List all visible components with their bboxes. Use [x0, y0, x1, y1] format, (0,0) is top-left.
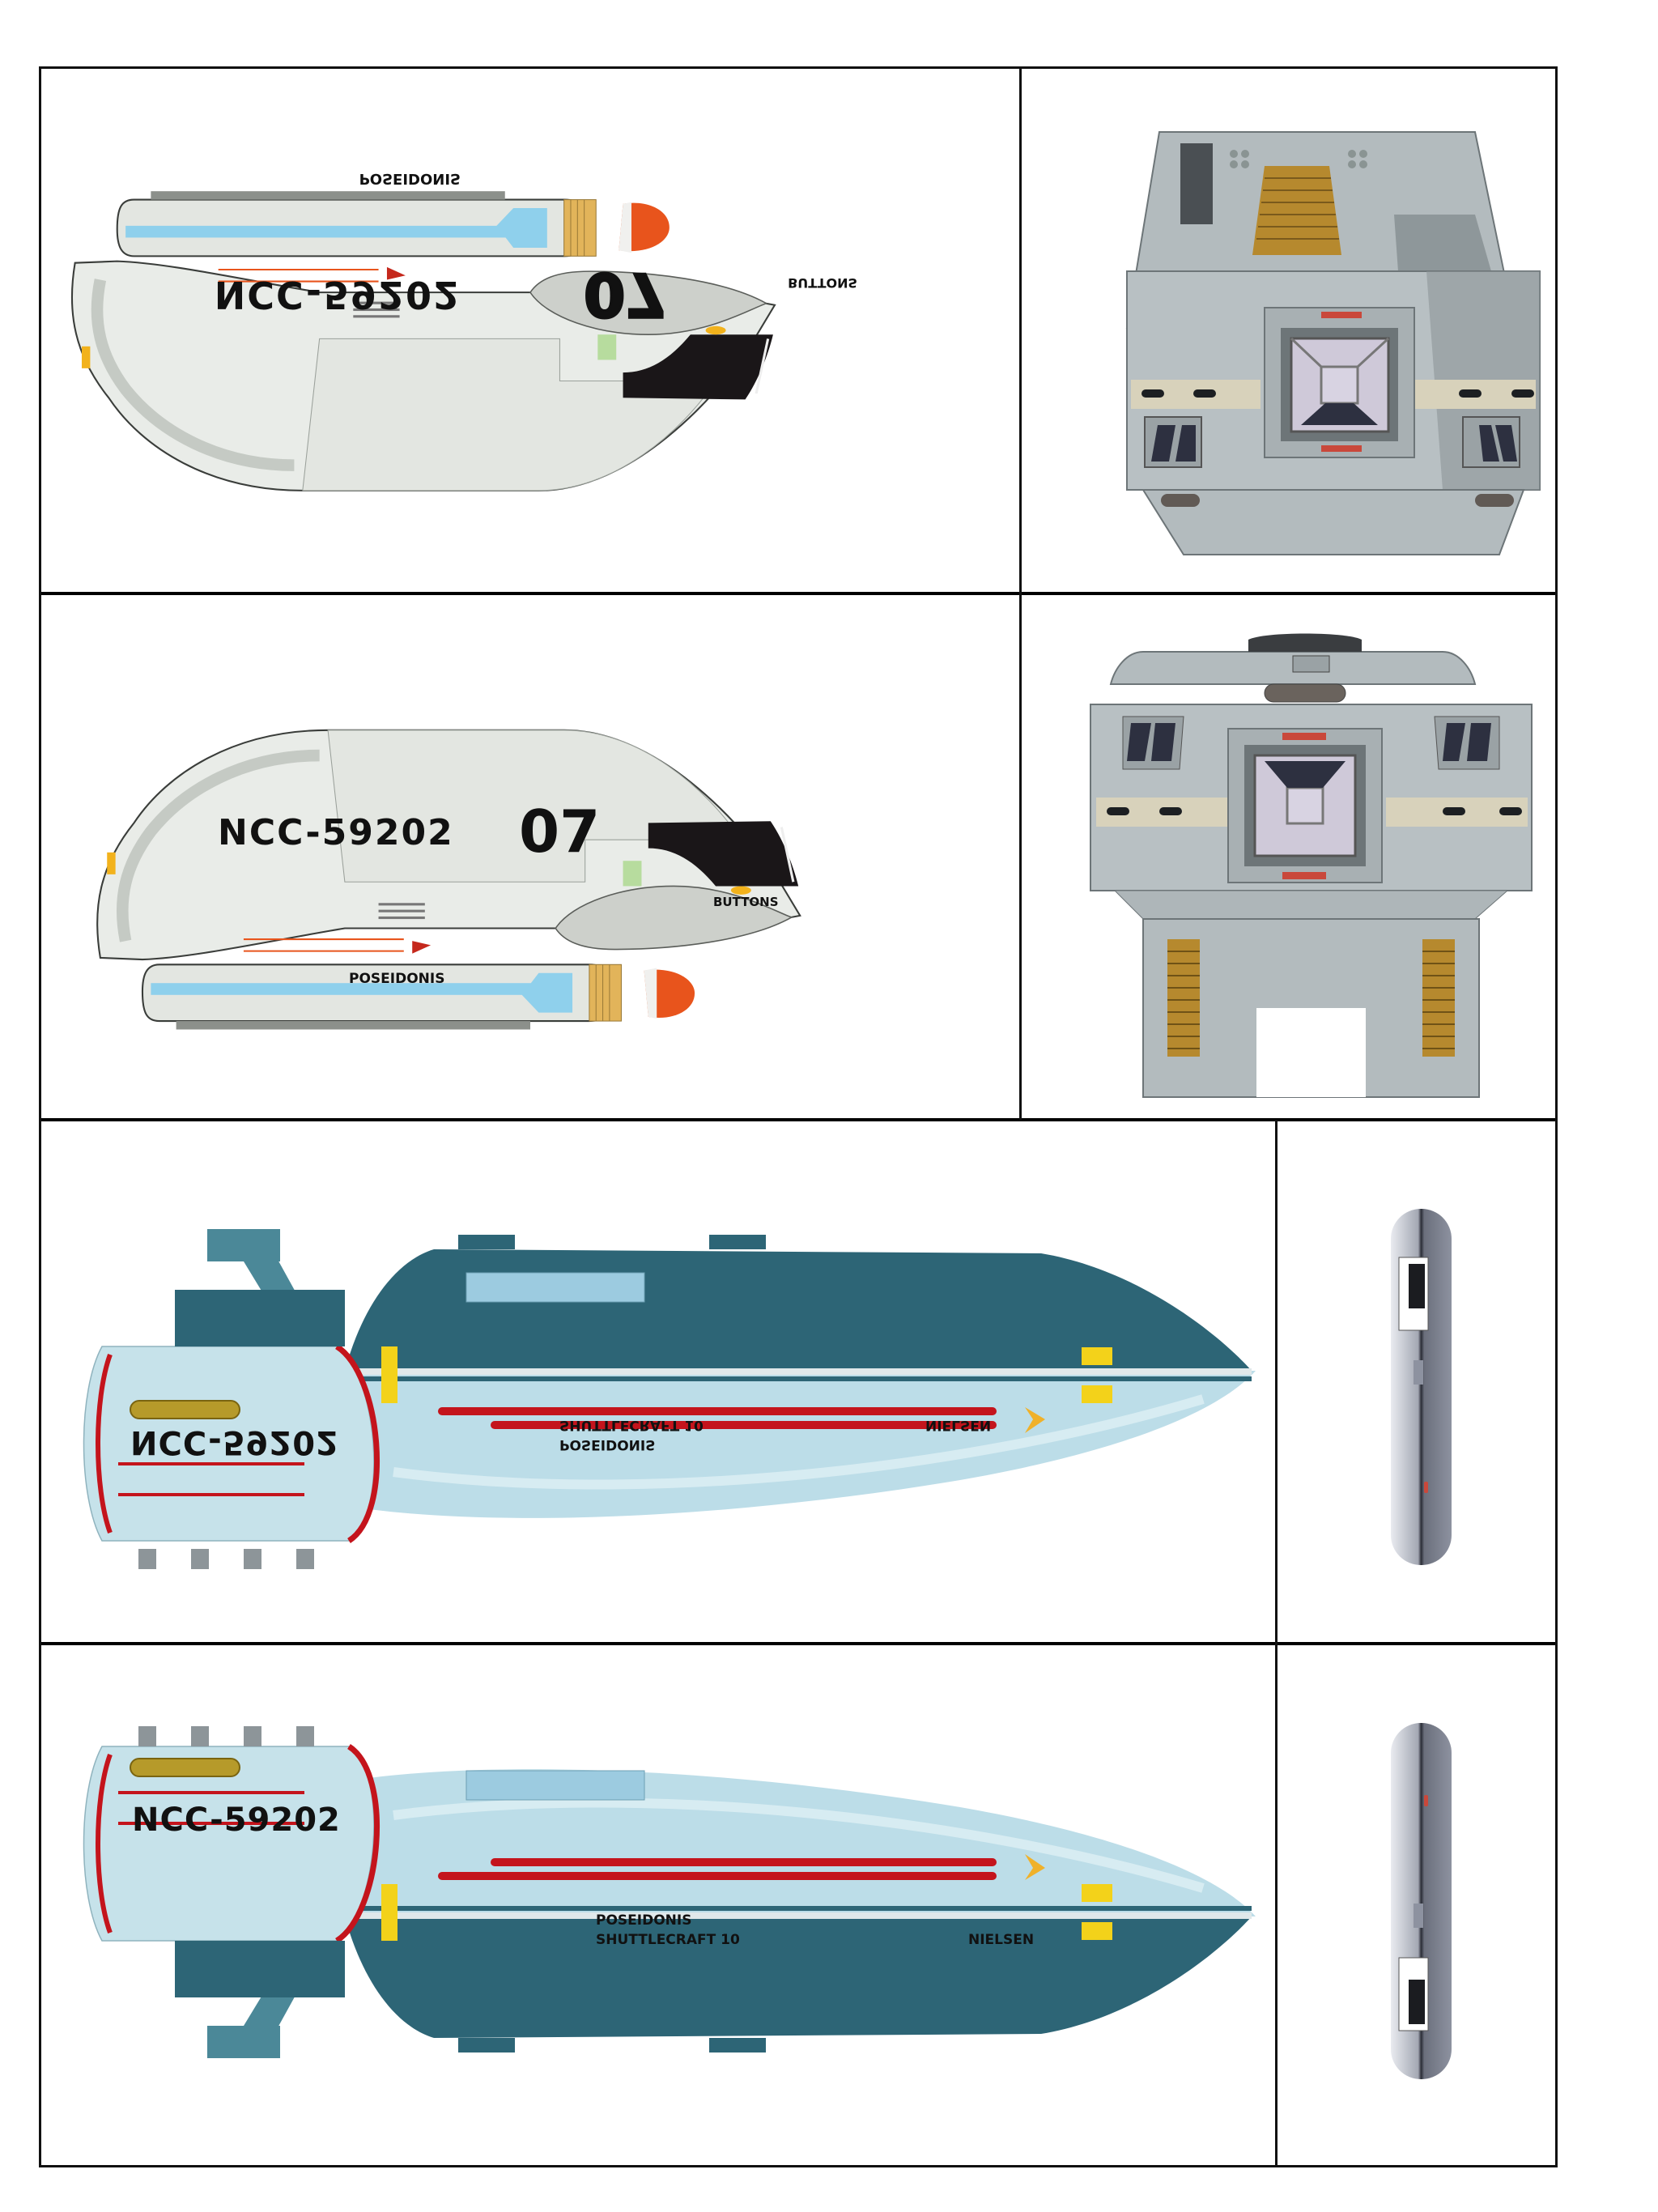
type10-mirrored-text-layer: NCC-59202 POSEIDONIS SHUTTLECRAFT 10 NIE…: [41, 1121, 1275, 1642]
template-sheet: NCC-59202 07 POSEIDONIS BUTTONS: [39, 66, 1558, 2167]
pill-illustration: [1391, 1209, 1452, 1565]
row-divider-3: [41, 1642, 1555, 1645]
column-divider-bottom: [1275, 1120, 1278, 2167]
pilot-label: NIELSEN: [968, 1932, 1035, 1948]
buttons-label: BUTTONS: [713, 895, 779, 909]
panel-type10-side-mirrored: NCC-59202 POSEIDONIS SHUTTLECRAFT 10 NIE…: [41, 1121, 1275, 1642]
panel-cube-front: [1022, 69, 1560, 592]
row-divider-2: [41, 1118, 1555, 1121]
cube-front-illustration: [1125, 131, 1541, 555]
type7-shuttle-illustration: [70, 191, 776, 491]
column-divider-top: [1019, 69, 1022, 1120]
hull-number-label: 07: [583, 258, 669, 330]
type7-mirrored-text-layer: NCC-59202 07 POSEIDONIS BUTTONS: [41, 69, 1019, 592]
panel-pill-top: [1278, 1121, 1555, 1642]
type10-shuttle-illustration: [83, 1726, 1256, 2058]
designation-label: SHUTTLECRAFT 10: [559, 1417, 704, 1433]
cube-back-illustration: [1090, 633, 1533, 1098]
ship-name-label: POSEIDONIS: [349, 971, 445, 987]
ship-name-label: POSEIDONIS: [359, 170, 461, 187]
panel-type7-side: NCC-59202 07 POSEIDONIS BUTTONS: [41, 595, 1019, 1118]
panel-type10-side: NCC-59202 POSEIDONIS SHUTTLECRAFT 10 NIE…: [41, 1645, 1275, 2167]
type7-shuttle-illustration: [96, 729, 801, 1030]
hull-number-label: 07: [519, 798, 601, 866]
ship-name-label: POSEIDONIS: [596, 1912, 692, 1929]
panel-type7-side-mirrored: NCC-59202 07 POSEIDONIS BUTTONS: [41, 69, 1019, 592]
type10-shuttle-illustration: [83, 1229, 1256, 1569]
pill-illustration: [1391, 1723, 1452, 2079]
buttons-label: BUTTONS: [788, 275, 857, 291]
registry-label: NCC-59202: [132, 1802, 341, 1839]
registry-label: NCC-59202: [214, 273, 461, 317]
designation-label: SHUTTLECRAFT 10: [596, 1932, 740, 1948]
ship-name-label: POSEIDONIS: [559, 1436, 656, 1453]
panel-cube-back: [1022, 595, 1560, 1118]
panel-pill-bottom: [1278, 1645, 1555, 2167]
pilot-label: NIELSEN: [925, 1417, 992, 1433]
registry-label: NCC-59202: [218, 812, 454, 853]
registry-label: NCC-59202: [130, 1423, 339, 1461]
row-divider-1: [41, 592, 1555, 595]
